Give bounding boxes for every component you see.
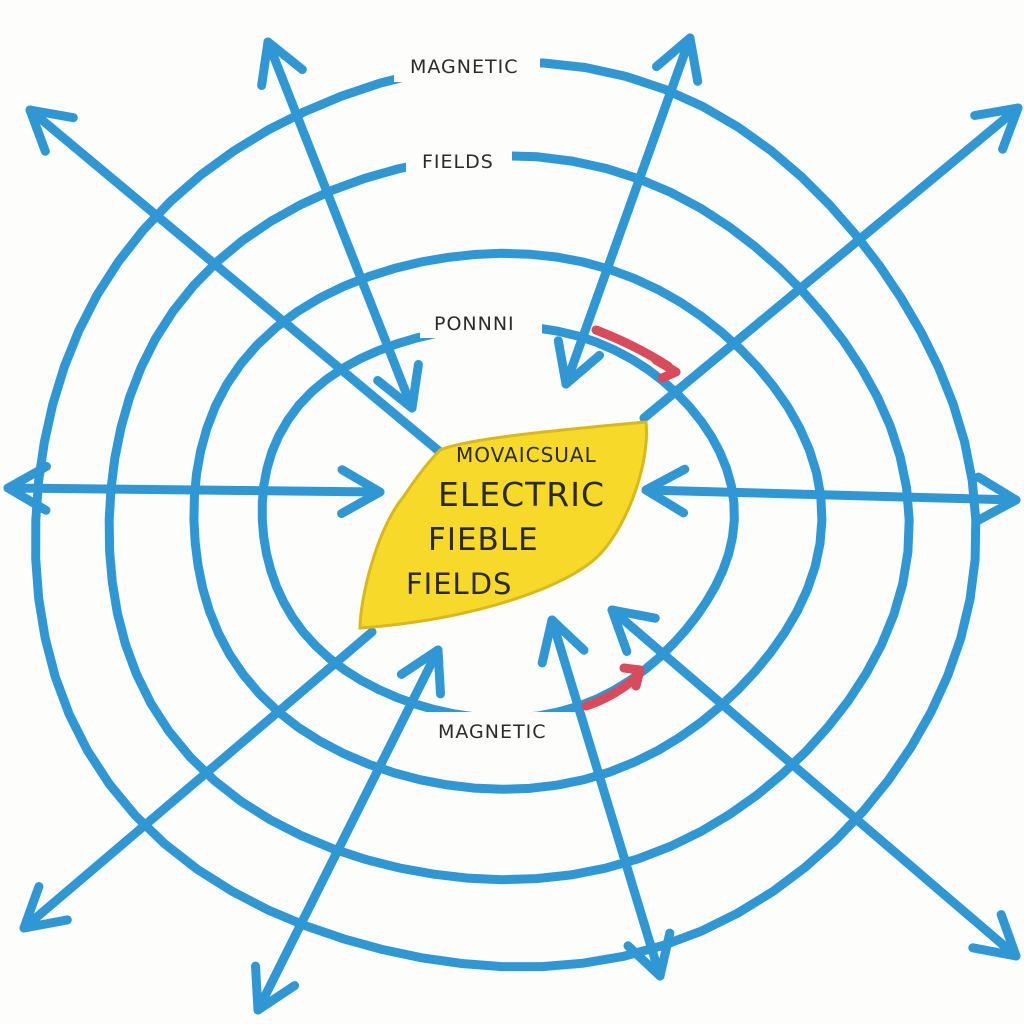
label-magnetic-top: MAGNETIC (410, 56, 518, 78)
ray-upper-right (639, 103, 1023, 423)
center-labels: MOVAICSUAL ELECTRIC FIEBLE FIELDS (406, 443, 605, 601)
ray-right-arrowhead-end (972, 472, 1021, 526)
ray-top-left (263, 37, 417, 413)
ray-upper-left (25, 105, 445, 457)
label-magnetic-bottom: MAGNETIC (438, 721, 546, 743)
center-line-2: ELECTRIC (438, 475, 605, 514)
ring-outer (31, 58, 981, 972)
ray-left-arrowhead-start (337, 465, 385, 518)
ray-top-right (561, 33, 695, 389)
ray-top-right-arrowhead-end (553, 336, 604, 389)
red-arrow-upper-head (651, 355, 681, 383)
ray-bottom-center-arrowhead-end (623, 928, 675, 981)
ray-lower-right-arrowhead-start (607, 605, 660, 656)
ray-lower-right-arrowhead-end (968, 910, 1021, 961)
ray-upper-left-arrowhead-end (25, 105, 78, 156)
ray-bottom-center (547, 615, 665, 981)
ray-lower-right (607, 605, 1021, 961)
ray-right-arrowhead-start (641, 464, 690, 518)
ray-bottom-left-arrowhead-start (396, 645, 445, 699)
field-rays (3, 33, 1023, 1015)
ray-upper-right-arrowhead-end (970, 103, 1023, 154)
ray-lower-left-arrowhead-end (19, 882, 72, 933)
ray-bottom-left-arrowhead-end (251, 961, 300, 1015)
center-line-4: FIELDS (406, 567, 512, 601)
ray-bottom-center-arrowhead-start (537, 615, 589, 668)
label-bg-top-outer (394, 48, 540, 82)
ray-left (3, 483, 385, 497)
center-line-1: MOVAICSUAL (456, 443, 597, 467)
label-fields-top: FIELDS (422, 151, 494, 173)
ray-top-left-arrowhead-start (257, 37, 307, 90)
ring-second (104, 151, 914, 885)
electric-field-source (358, 420, 649, 630)
ray-top-right-arrowhead-start (652, 33, 703, 86)
ray-bottom-left (253, 645, 443, 1015)
center-line-3: FIEBLE (428, 522, 539, 558)
label-bg-top-inner (420, 306, 542, 338)
red-arrows (581, 325, 681, 711)
ray-top-left-arrowhead-end (373, 360, 423, 413)
ring-third (189, 248, 827, 794)
ray-right (641, 485, 1021, 505)
label-bg-top-second (406, 144, 512, 176)
ray-lower-left (19, 627, 377, 933)
label-bg-bottom (424, 712, 574, 744)
label-ponnni: PONNNI (434, 313, 515, 335)
red-arrow-lower-head (619, 663, 645, 691)
red-arrow-lower (581, 671, 643, 711)
ray-left-arrowhead-end (3, 462, 51, 515)
ring-labels: MAGNETIC FIELDS PONNNI MAGNETIC (394, 48, 574, 744)
